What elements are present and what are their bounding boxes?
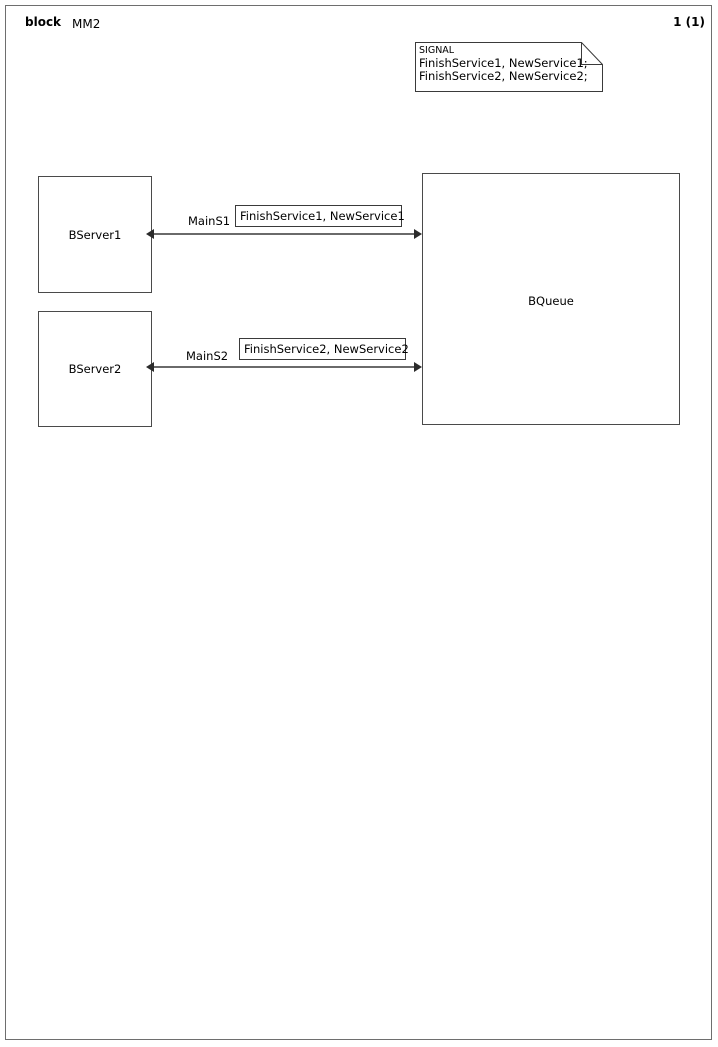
note-text-block: SIGNAL FinishService1, NewService1; Fini… — [419, 45, 599, 83]
signal-declaration-note: SIGNAL FinishService1, NewService1; Fini… — [415, 42, 603, 92]
note-signal-line-1: FinishService1, NewService1; — [419, 56, 588, 70]
page-frame — [5, 5, 712, 1040]
block-symbol-bserver2[interactable]: BServer2 — [38, 311, 152, 427]
channel-line-mains2[interactable] — [153, 366, 419, 368]
block-symbol-bqueue[interactable]: BQueue — [422, 173, 680, 425]
signal-list-mains1[interactable]: FinishService1, NewService1 — [235, 205, 405, 227]
block-label-bqueue: BQueue — [528, 294, 574, 308]
note-shape-icon — [415, 42, 603, 92]
block-label-bserver2: BServer2 — [68, 362, 122, 376]
diagram-name-label: MM2 — [72, 17, 101, 31]
channel-name-mains2: MainS2 — [186, 349, 229, 363]
arrow-left-icon-mains1 — [146, 229, 154, 239]
diagram-kind-label: block — [25, 15, 62, 29]
block-label-bserver1: BServer1 — [68, 228, 122, 242]
arrow-left-icon-mains2 — [146, 362, 154, 372]
note-signal-line-2: FinishService2, NewService2; — [419, 69, 588, 83]
arrow-right-icon-mains2 — [414, 362, 422, 372]
page-number-label: 1 (1) — [673, 15, 705, 29]
channel-name-mains1: MainS1 — [188, 214, 231, 228]
block-symbol-bserver1[interactable]: BServer1 — [38, 176, 152, 293]
signal-list-mains2[interactable]: FinishService2, NewService2 — [239, 338, 409, 360]
note-keyword: SIGNAL — [419, 45, 455, 56]
arrow-right-icon-mains1 — [414, 229, 422, 239]
channel-line-mains1[interactable] — [153, 233, 419, 235]
